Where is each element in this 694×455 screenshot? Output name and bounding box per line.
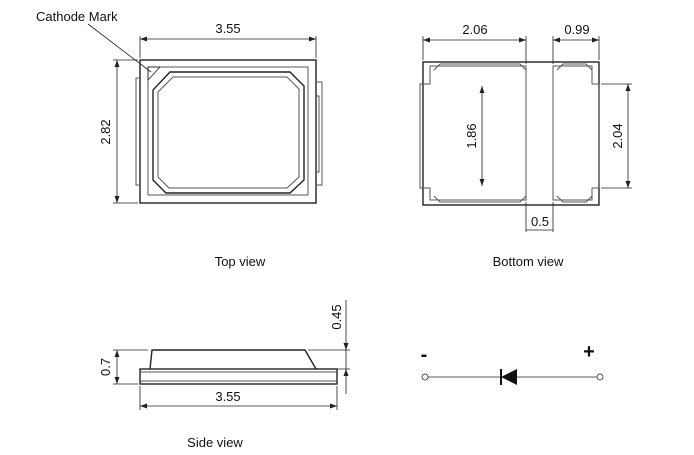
bottom-right-width-value: 0.99 xyxy=(564,22,589,37)
side-lens-height-value: 0.45 xyxy=(329,304,344,329)
bottom-pad-height-value: 1.86 xyxy=(464,123,479,148)
top-width-value: 3.55 xyxy=(215,21,240,36)
minus-sign: - xyxy=(421,344,428,366)
bottom-total-height-value: 2.04 xyxy=(610,123,625,148)
bottom-gap-value: 0.5 xyxy=(531,214,549,229)
side-view: 0.7 0.45 3.55 Side view xyxy=(98,300,350,450)
diode-triangle xyxy=(501,369,517,385)
bottom-view-body xyxy=(422,61,600,206)
top-height-value: 2.82 xyxy=(98,119,113,144)
top-view-left-tab xyxy=(135,77,140,186)
plus-sign: + xyxy=(583,341,595,363)
cathode-mark-leader xyxy=(87,23,152,73)
top-view-caption: Top view xyxy=(215,254,266,269)
top-view-right-tab xyxy=(316,81,323,186)
bottom-left-width-value: 2.06 xyxy=(462,22,487,37)
anode-terminal xyxy=(596,373,604,381)
cathode-mark-label: Cathode Mark xyxy=(36,9,118,24)
side-view-caption: Side view xyxy=(187,435,243,450)
cathode-terminal xyxy=(421,373,429,381)
side-view-body xyxy=(139,368,338,385)
bottom-view-right-pad xyxy=(552,65,600,201)
top-view-lens-inner xyxy=(157,76,300,189)
bottom-view-left-pad xyxy=(419,65,527,201)
top-view-inner-frame xyxy=(147,66,309,196)
cathode-mark-triangle xyxy=(147,66,161,82)
side-height-value: 0.7 xyxy=(98,358,113,376)
diode-symbol: - + xyxy=(421,341,604,385)
side-view-lens xyxy=(149,349,317,370)
top-view-lens-outer xyxy=(152,71,305,194)
top-view: Cathode Mark 3.55 2.82 Top view xyxy=(36,9,323,269)
side-width-value: 3.55 xyxy=(215,389,240,404)
bottom-view: 2.06 0.99 1.86 2.04 0.5 Bottom view xyxy=(419,22,632,269)
bottom-view-caption: Bottom view xyxy=(493,254,564,269)
top-view-body xyxy=(139,59,317,204)
